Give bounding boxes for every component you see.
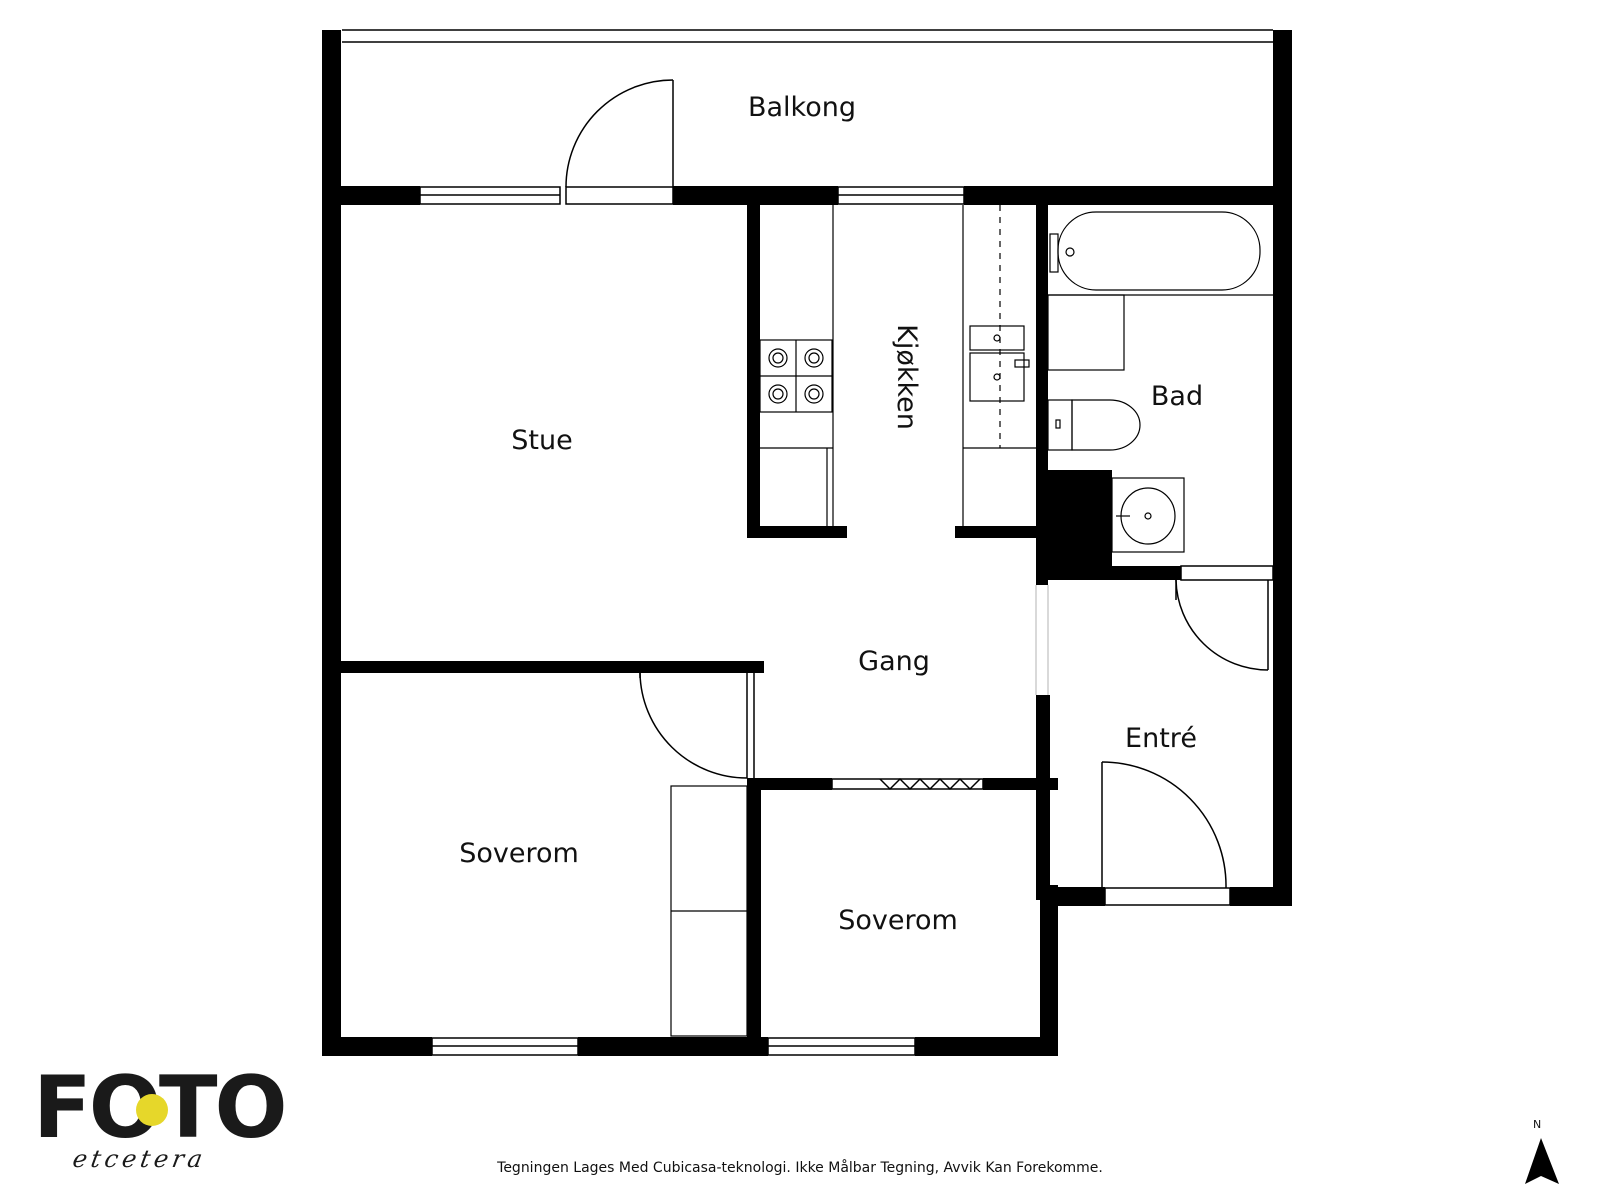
north-compass: N [1525, 1118, 1575, 1193]
room-label-kjokken: Kjøkken [891, 324, 922, 430]
kitchen-fixtures [759, 205, 1036, 526]
foto-etcetera-logo: FOTO etcetera [33, 1065, 293, 1175]
room-label-stue: Stue [511, 425, 572, 456]
balcony-railing [342, 29, 1273, 43]
disclaimer-text: Tegningen Lages Med Cubicasa-teknologi. … [497, 1160, 1103, 1176]
north-label: N [1533, 1118, 1542, 1131]
wardrobe [670, 785, 748, 1037]
room-label-bad: Bad [1151, 381, 1203, 412]
north-arrow-icon [1525, 1138, 1559, 1184]
room-label-soverom-1: Soverom [459, 838, 579, 869]
walls [322, 30, 1292, 1056]
logo-accent-dot [136, 1094, 168, 1126]
windows [419, 186, 1274, 1056]
room-label-soverom-2: Soverom [838, 905, 958, 936]
bathroom-fixtures [1047, 211, 1273, 553]
doors [565, 79, 1276, 889]
room-label-gang: Gang [858, 646, 930, 677]
room-label-entre: Entré [1125, 723, 1197, 754]
room-label-balkong: Balkong [748, 92, 856, 123]
